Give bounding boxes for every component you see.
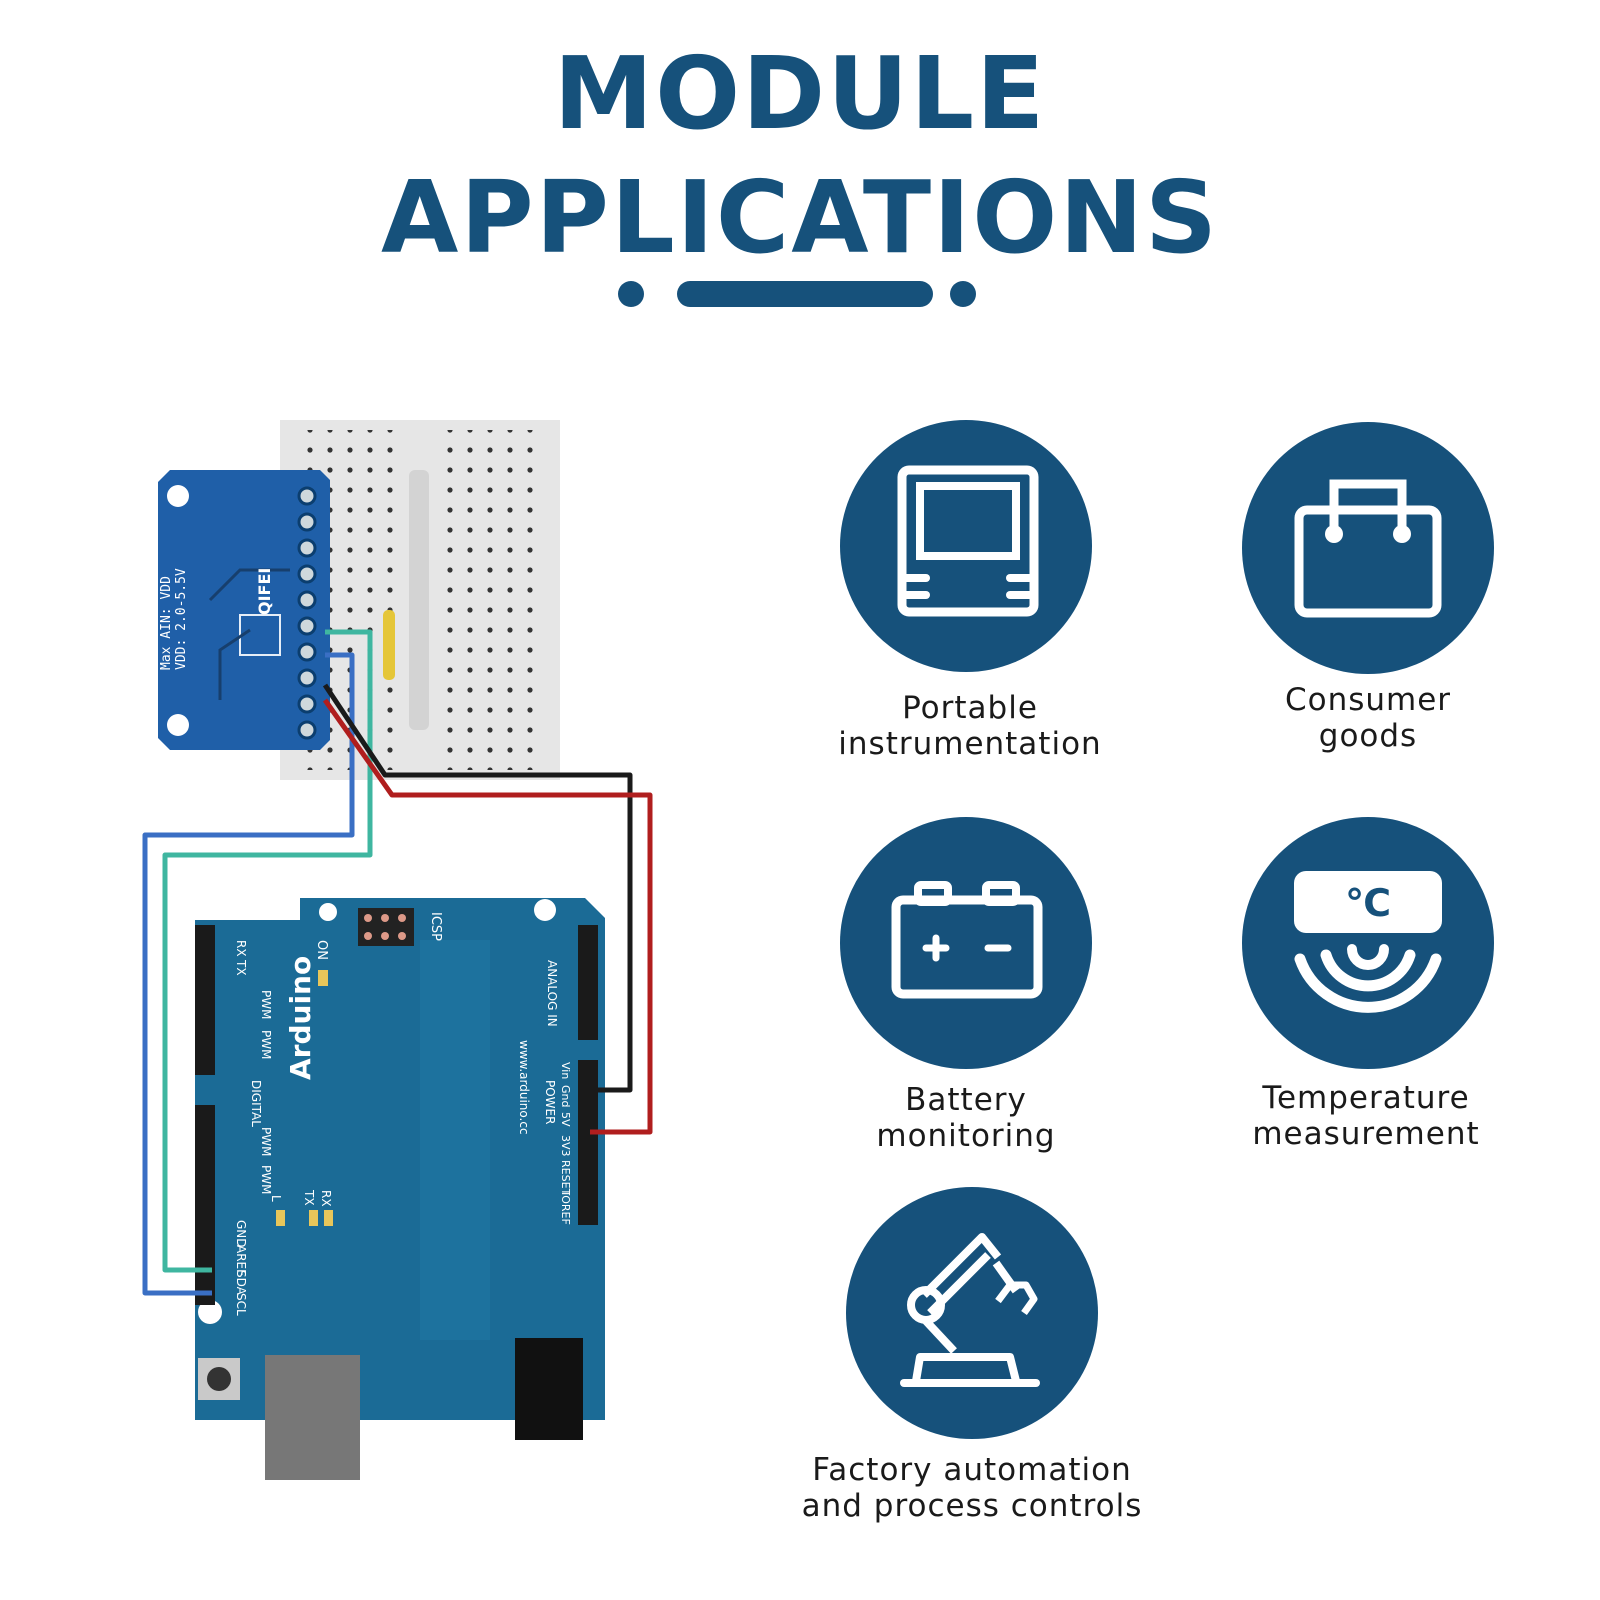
module-brand: QIFEI <box>255 568 274 615</box>
pin-rx: RX <box>234 940 248 957</box>
pin-tx-led: TX <box>302 1189 316 1206</box>
tablet-icon <box>897 465 1039 617</box>
pwm-label: PWM <box>259 1127 273 1156</box>
wire-blue-scl <box>142 652 355 1296</box>
mount-hole <box>167 714 189 736</box>
mount-hole <box>534 899 556 921</box>
icsp-label: ICSP <box>428 912 443 941</box>
breadboard-jumper <box>383 610 395 680</box>
thermometer-sensor-icon: ℃ <box>1294 871 1442 1013</box>
digital-label: DIGITAL <box>249 1080 263 1127</box>
pin-scl: SCL <box>234 1293 248 1316</box>
app-label-battery-monitoring: Battery monitoring <box>876 1082 1056 1154</box>
battery-icon <box>891 881 1043 999</box>
power-label: POWER <box>543 1080 557 1124</box>
app-factory-automation <box>846 1187 1098 1439</box>
mount-hole <box>319 903 337 921</box>
arduino-website: www.arduino.cc <box>517 1040 531 1135</box>
icsp-header <box>358 908 414 946</box>
title-divider <box>0 278 1600 308</box>
wire-black-gnd <box>322 683 633 1093</box>
pin-gnd-power: Gnd <box>559 1085 572 1107</box>
pin-rx-led: RX <box>319 1190 333 1207</box>
pin-sda: SDA <box>234 1270 248 1296</box>
pwm-label: PWM <box>259 1030 273 1059</box>
wires <box>142 629 653 1296</box>
wire-green-sda <box>162 629 373 1273</box>
pin-aref: AREF <box>234 1245 248 1276</box>
mount-hole <box>167 485 189 507</box>
pin-ioref: IOREF <box>559 1192 572 1225</box>
rx-led <box>324 1210 333 1226</box>
module-pin-header <box>297 486 317 740</box>
mount-hole <box>198 1300 222 1324</box>
digital-header-low <box>195 1105 215 1305</box>
app-label-consumer-goods: Consumer goods <box>1284 682 1452 754</box>
reset-button-cap <box>207 1367 231 1391</box>
app-label-portable-instrumentation: Portable instrumentation <box>838 690 1102 762</box>
usb-port <box>265 1355 360 1480</box>
pwm-label: PWM <box>259 990 273 1019</box>
adc-module: QIFEI Max AIN: VDD VDD: 2.0-5.5V <box>158 470 330 750</box>
app-battery-monitoring <box>840 817 1092 1069</box>
page-title-line1: MODULE <box>553 35 1047 152</box>
tx-led <box>309 1210 318 1226</box>
shopping-bag-icon <box>1294 479 1442 618</box>
on-label: ON <box>314 940 329 960</box>
module-spec-line1: Max AIN: VDD <box>159 576 174 670</box>
pin-l: L <box>269 1195 283 1202</box>
arduino-brand: Arduino <box>284 956 317 1080</box>
wiring-diagram: QIFEI Max AIN: VDD VDD: 2.0-5.5V ICSP ON… <box>142 420 653 1480</box>
module-spec-line2: VDD: 2.0-5.5V <box>174 568 189 670</box>
pin-vin: Vin <box>559 1062 572 1079</box>
pin-reset: RESET <box>559 1160 572 1196</box>
arduino-board: ICSP ON RX TX DIGITAL PWM PWM PWM PWM GN… <box>195 898 605 1480</box>
page-title-line2: APPLICATIONS <box>380 159 1220 276</box>
on-led <box>318 970 328 986</box>
dc-jack <box>515 1338 583 1440</box>
app-consumer-goods <box>1242 422 1494 674</box>
analog-header <box>578 925 598 1040</box>
power-header <box>578 1060 598 1225</box>
app-portable-instrumentation <box>840 420 1092 672</box>
l-led <box>276 1210 285 1226</box>
app-label-temperature-measurement: Temperature measurement <box>1252 1080 1480 1152</box>
app-label-factory-automation: Factory automation and process controls <box>801 1452 1143 1524</box>
celsius-badge: ℃ <box>1345 881 1391 925</box>
divider-dot-right <box>950 281 976 307</box>
divider-bar <box>677 281 933 307</box>
robot-arm-icon <box>900 1233 1040 1387</box>
pin-3v3: 3V3 <box>559 1135 572 1157</box>
digital-header-high <box>195 925 215 1075</box>
app-temperature-measurement: ℃ <box>1242 817 1494 1069</box>
wire-red-vcc <box>322 698 653 1135</box>
pwm-label: PWM <box>259 1165 273 1194</box>
pin-5v: 5V <box>559 1112 572 1127</box>
divider-dot-left <box>618 281 644 307</box>
analog-label: ANALOG IN <box>545 960 559 1027</box>
pin-tx: TX <box>234 959 248 976</box>
pin-gnd: GND <box>234 1220 248 1248</box>
